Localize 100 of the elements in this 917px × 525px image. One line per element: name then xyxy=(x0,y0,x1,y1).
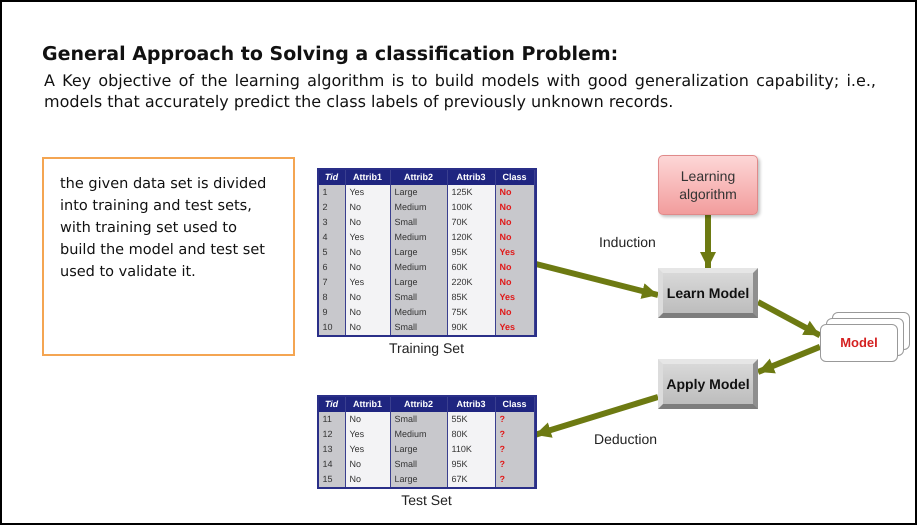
column-header: Attrib2 xyxy=(390,170,448,185)
table-cell: 15 xyxy=(318,472,346,487)
table-cell: 125K xyxy=(448,185,496,200)
table-cell: Yes xyxy=(346,442,390,457)
table-cell: Yes xyxy=(496,320,534,335)
table-cell: Medium xyxy=(390,230,448,245)
table-cell: No xyxy=(496,260,534,275)
table-caption: Test Set xyxy=(401,491,452,510)
table-cell: 2 xyxy=(318,200,346,215)
node-text: Apply Model xyxy=(666,376,750,392)
table-cell: 12 xyxy=(318,427,346,442)
column-header: Class xyxy=(496,397,534,412)
column-header: Attrib2 xyxy=(390,397,448,412)
table-cell: Yes xyxy=(346,185,390,200)
process-box xyxy=(658,268,758,318)
table-cell: No xyxy=(346,290,390,305)
table-cell: No xyxy=(496,185,534,200)
table-cell: Large xyxy=(390,275,448,290)
column-header: Attrib1 xyxy=(346,170,390,185)
table-cell: 3 xyxy=(318,215,346,230)
table-cell: No xyxy=(346,412,390,427)
column-header: Class xyxy=(496,170,534,185)
model-card xyxy=(820,324,898,362)
table-cell: 11 xyxy=(318,412,346,427)
table-cell: Large xyxy=(390,442,448,457)
node-text: the given data set is divided into training and test sets, with training set used to build the model and test set used to validate it. xyxy=(60,176,266,280)
table-cell: 95K xyxy=(448,457,496,472)
table-cell: 10 xyxy=(318,320,346,335)
table-cell: Large xyxy=(390,185,448,200)
table-cell: ? xyxy=(496,442,534,457)
arrow xyxy=(756,299,822,338)
table-cell: Large xyxy=(390,245,448,260)
table-cell: ? xyxy=(496,457,534,472)
table-cell: No xyxy=(346,260,390,275)
table-cell: Medium xyxy=(390,427,448,442)
description-paragraph: A Key objective of the learning algorithm is to build models with good generalization capability; i.e., models that accurately predict the class labels of previously unknown records. xyxy=(44,70,876,112)
table-cell: 80K xyxy=(448,427,496,442)
table-cell: No xyxy=(346,320,390,335)
table-cell: ? xyxy=(496,412,534,427)
table-cell: 100K xyxy=(448,200,496,215)
title: General Approach to Solving a classification Problem: xyxy=(42,42,618,67)
table-cell: ? xyxy=(496,427,534,442)
table-caption: Training Set xyxy=(389,339,464,358)
node-text: Learning algorithm xyxy=(678,167,738,203)
table-cell: 13 xyxy=(318,442,346,457)
table-cell: No xyxy=(496,230,534,245)
node-text: Learn Model xyxy=(666,284,750,302)
column-header: Tid xyxy=(318,170,346,185)
table-cell: 9 xyxy=(318,305,346,320)
table-cell: Yes xyxy=(496,290,534,305)
table-cell: Yes xyxy=(346,275,390,290)
table-cell: Yes xyxy=(346,230,390,245)
table-cell: Yes xyxy=(496,245,534,260)
process-box xyxy=(658,155,758,215)
table-cell: Medium xyxy=(390,260,448,275)
table-cell: Medium xyxy=(390,200,448,215)
table-cell: Medium xyxy=(390,305,448,320)
table-cell: 4 xyxy=(318,230,346,245)
table-cell: Small xyxy=(390,412,448,427)
table-cell: Small xyxy=(390,290,448,305)
table-cell: ? xyxy=(496,472,534,487)
table-cell: 7 xyxy=(318,275,346,290)
table-cell: Yes xyxy=(346,427,390,442)
column-header: Attrib3 xyxy=(448,170,496,185)
table-cell: No xyxy=(496,200,534,215)
table-cell: No xyxy=(496,215,534,230)
table-cell: 70K xyxy=(448,215,496,230)
table-cell: 5 xyxy=(318,245,346,260)
table-cell: No xyxy=(346,215,390,230)
table-cell: 120K xyxy=(448,230,496,245)
table-cell: Small xyxy=(390,457,448,472)
table-cell: 14 xyxy=(318,457,346,472)
table-cell: 67K xyxy=(448,472,496,487)
table-cell: Large xyxy=(390,472,448,487)
table-cell: No xyxy=(346,457,390,472)
table-cell: No xyxy=(346,200,390,215)
table-cell: 90K xyxy=(448,320,496,335)
table-cell: No xyxy=(496,275,534,290)
table-cell: No xyxy=(346,245,390,260)
arrow xyxy=(700,215,716,268)
table-cell: 95K xyxy=(448,245,496,260)
table-cell: 85K xyxy=(448,290,496,305)
note-box xyxy=(42,157,295,356)
column-header: Attrib1 xyxy=(346,397,390,412)
table-cell: Small xyxy=(390,215,448,230)
column-header: Tid xyxy=(318,397,346,412)
table-cell: No xyxy=(346,305,390,320)
column-header: Attrib3 xyxy=(448,397,496,412)
table-cell: 110K xyxy=(448,442,496,457)
node-text: Model xyxy=(840,334,878,352)
table-cell: 55K xyxy=(448,412,496,427)
table-cell: 6 xyxy=(318,260,346,275)
process-box xyxy=(658,359,758,409)
arrow xyxy=(756,344,822,375)
table-cell: No xyxy=(346,472,390,487)
table-cell: Small xyxy=(390,320,448,335)
table-cell: 8 xyxy=(318,290,346,305)
table-cell: 60K xyxy=(448,260,496,275)
table-cell: 75K xyxy=(448,305,496,320)
table-cell: 220K xyxy=(448,275,496,290)
